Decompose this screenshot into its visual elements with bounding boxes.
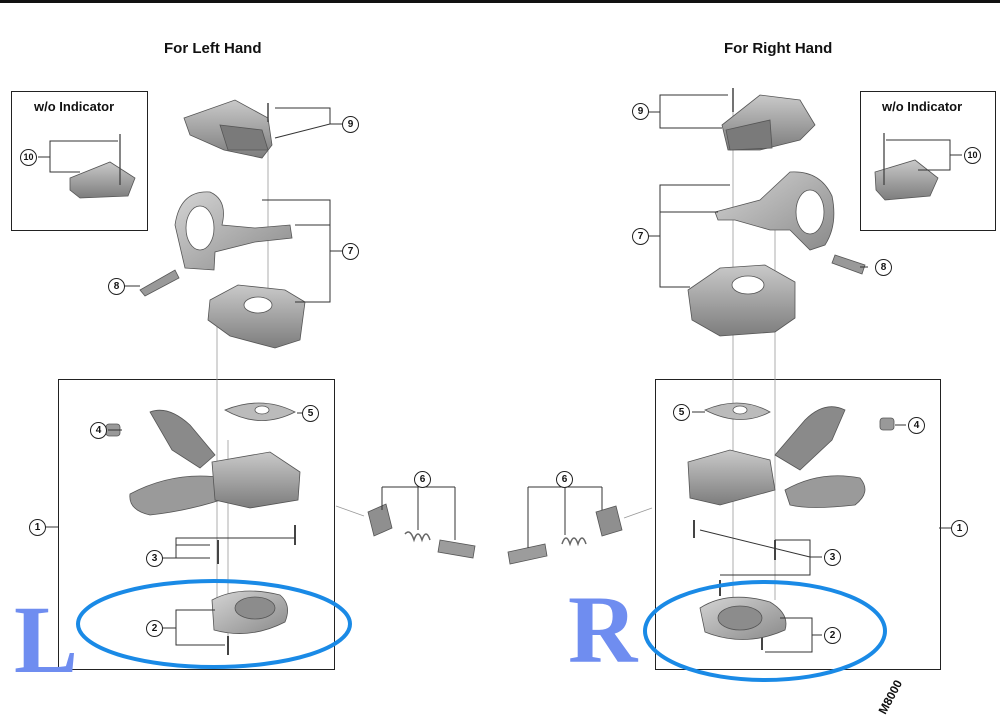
left-callout-2: 2	[146, 620, 163, 637]
right-assembly	[507, 88, 939, 650]
right-lever-part	[774, 406, 846, 471]
right-side-letter: R	[568, 576, 638, 683]
left-callout-5: 5	[302, 405, 319, 422]
left-indicator-label: w/o Indicator	[34, 99, 115, 114]
left-callout-9: 9	[342, 116, 359, 133]
right-indicator-label: w/o Indicator	[882, 99, 963, 114]
right-callout-3: 3	[824, 549, 841, 566]
left-lever-part	[149, 409, 216, 469]
left-highlight-ellipse	[76, 579, 352, 669]
right-callout-7: 7	[632, 228, 649, 245]
left-callout-3: 3	[146, 550, 163, 567]
left-side-letter: L	[14, 586, 79, 693]
right-callout-9: 9	[632, 103, 649, 120]
left-callout-1: 1	[29, 519, 46, 536]
left-assembly	[69, 99, 476, 655]
left-callout-4: 4	[90, 422, 107, 439]
right-callout-5: 5	[673, 404, 690, 421]
right-callout-10: 10	[964, 147, 981, 164]
right-hand-title: For Right Hand	[724, 40, 833, 57]
right-callout-6: 6	[556, 471, 573, 488]
left-callout-7: 7	[342, 243, 359, 260]
right-callout-4: 4	[908, 417, 925, 434]
left-callout-6: 6	[414, 471, 431, 488]
left-callout-10: 10	[20, 149, 37, 166]
left-hand-title: For Left Hand	[164, 40, 262, 57]
left-callout-8: 8	[108, 278, 125, 295]
right-highlight-ellipse	[643, 580, 887, 682]
right-callout-2: 2	[824, 627, 841, 644]
right-callout-1: 1	[951, 520, 968, 537]
right-callout-8: 8	[875, 259, 892, 276]
left-base-part	[207, 284, 306, 349]
right-base-part	[687, 264, 796, 337]
top-rule	[0, 0, 1000, 3]
